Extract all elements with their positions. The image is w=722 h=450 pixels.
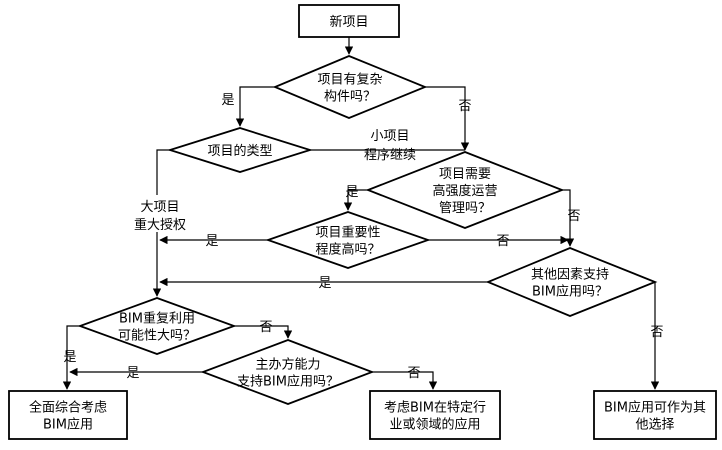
connectors bbox=[62, 37, 660, 390]
reuse-line-2: 可能性大吗？ bbox=[118, 329, 196, 344]
decision-reuse-diamond bbox=[77, 297, 237, 355]
decision-importance: 项目重要性程度高吗？ bbox=[265, 211, 431, 269]
edge-complex-no bbox=[425, 86, 470, 151]
label-intensity-no: 否 bbox=[567, 209, 580, 224]
label-owner-no: 否 bbox=[407, 366, 420, 381]
decision-intensity-text: 项目需要高强度运营管理吗？ bbox=[432, 167, 497, 216]
label-large-project-2: 重大授权 bbox=[134, 217, 186, 233]
label-importance-no: 否 bbox=[496, 234, 509, 249]
decision-owner: 主办方能力支持BIM应用吗？ bbox=[200, 339, 375, 405]
decision-type-diamond bbox=[166, 127, 314, 173]
decision-type: 项目的类型 bbox=[166, 127, 314, 173]
optional-line-2: 他选择 bbox=[635, 418, 674, 433]
outcome-optional: BIM应用可作为其他选择 bbox=[593, 390, 717, 440]
decision-reuse-text: BIM重复利用可能性大吗？ bbox=[118, 311, 196, 344]
decision-owner-diamond bbox=[200, 339, 375, 405]
importance-line-1: 项目重要性 bbox=[315, 225, 380, 241]
full-line-2: BIM应用 bbox=[43, 417, 93, 433]
label-reuse-no: 否 bbox=[259, 320, 272, 335]
edge-labels: 是 否 小项目 程序继续 大项目 重大授权 是 否 是 否 是 否 是 否 是 … bbox=[63, 93, 663, 381]
other-line-2: BIM应用吗？ bbox=[532, 284, 608, 300]
outcome-optional-text: BIM应用可作为其他选择 bbox=[604, 400, 706, 433]
edge-type-large bbox=[156, 149, 170, 195]
importance-line-2: 程度高吗？ bbox=[315, 242, 380, 258]
edge-reuse-no bbox=[234, 325, 293, 339]
label-other-no: 否 bbox=[650, 325, 663, 340]
label-importance-yes: 是 bbox=[205, 234, 218, 249]
label-owner-yes: 是 bbox=[126, 366, 139, 381]
specific-line-1: 考虑BIM在特定行 bbox=[384, 401, 486, 416]
start-text: 新项目 bbox=[329, 14, 368, 30]
decision-type-text: 项目的类型 bbox=[207, 143, 272, 159]
complex-line-2: 构件吗？ bbox=[324, 90, 376, 105]
label-large-project-1: 大项目 bbox=[140, 200, 179, 215]
label-small-project-2: 程序继续 bbox=[364, 148, 416, 163]
edge-intensity-no bbox=[562, 189, 575, 247]
decision-other-diamond bbox=[485, 247, 658, 317]
outcome-optional-box bbox=[593, 390, 717, 440]
other-line-1: 其他因素支持 bbox=[531, 268, 609, 283]
intensity-line-1: 项目需要 bbox=[439, 167, 491, 182]
outcome-specific-text: 考虑BIM在特定行业或领域的应用 bbox=[384, 401, 486, 433]
decision-reuse: BIM重复利用可能性大吗？ bbox=[77, 297, 237, 355]
type-line-1: 项目的类型 bbox=[207, 143, 272, 159]
reuse-line-1: BIM重复利用 bbox=[119, 311, 195, 327]
label-complex-yes: 是 bbox=[221, 93, 234, 108]
optional-line-1: BIM应用可作为其 bbox=[604, 400, 706, 416]
decision-intensity-diamond bbox=[365, 151, 565, 229]
decision-intensity: 项目需要高强度运营管理吗？ bbox=[365, 151, 565, 229]
intensity-line-3: 管理吗？ bbox=[439, 201, 491, 216]
decision-complex: 项目有复杂构件吗？ bbox=[272, 55, 428, 119]
decision-owner-text: 主办方能力支持BIM应用吗？ bbox=[237, 357, 339, 390]
label-intensity-yes: 是 bbox=[345, 185, 358, 200]
outcome-specific: 考虑BIM在特定行业或领域的应用 bbox=[369, 390, 501, 440]
start-box bbox=[298, 4, 400, 38]
intensity-line-2: 高强度运营 bbox=[432, 183, 497, 199]
owner-line-1: 主办方能力 bbox=[255, 357, 320, 373]
decision-importance-diamond bbox=[265, 211, 431, 269]
edge-intensity-yes bbox=[343, 189, 368, 211]
start-node: 新项目 bbox=[298, 4, 400, 38]
label-complex-no: 否 bbox=[458, 99, 471, 114]
outcome-full-box bbox=[8, 390, 128, 440]
outcome-specific-box bbox=[369, 390, 501, 440]
owner-line-2: 支持BIM应用吗？ bbox=[237, 374, 339, 390]
label-reuse-yes: 是 bbox=[63, 350, 76, 365]
full-line-1: 全面综合考虑 bbox=[29, 400, 107, 416]
start-line-1: 新项目 bbox=[329, 14, 368, 30]
decision-importance-text: 项目重要性程度高吗？ bbox=[315, 225, 380, 258]
edge-complex-yes bbox=[235, 86, 275, 127]
label-small-project-1: 小项目 bbox=[370, 129, 409, 144]
decision-complex-diamond bbox=[272, 55, 428, 119]
specific-line-2: 业或领域的应用 bbox=[389, 417, 480, 433]
complex-line-1: 项目有复杂 bbox=[317, 73, 382, 88]
edge-owner-no bbox=[372, 371, 438, 390]
edge-reuse-yes bbox=[62, 325, 80, 390]
decision-complex-text: 项目有复杂构件吗？ bbox=[317, 73, 382, 105]
label-other-yes: 是 bbox=[318, 276, 331, 291]
